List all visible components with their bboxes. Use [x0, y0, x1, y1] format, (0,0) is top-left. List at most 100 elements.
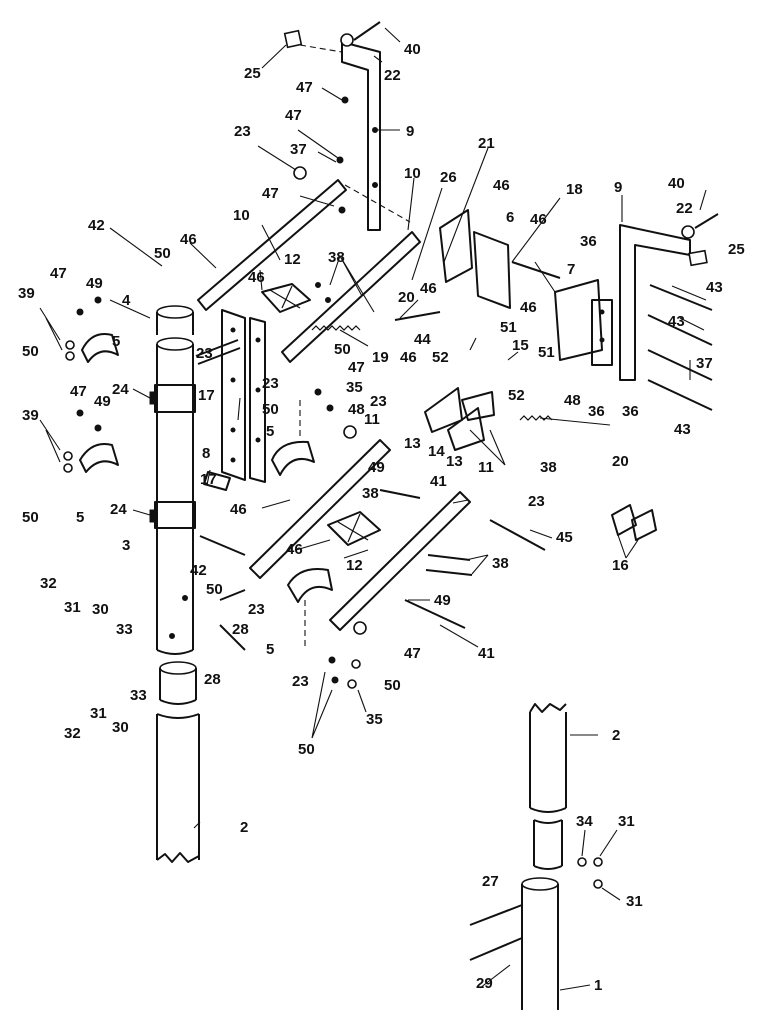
callout-46: 46 [230, 501, 247, 518]
callout-5: 5 [76, 509, 84, 526]
callout-46: 46 [520, 299, 537, 316]
callout-8: 8 [202, 445, 210, 462]
callout-32: 32 [40, 575, 57, 592]
callout-27: 27 [482, 873, 499, 890]
callout-13: 13 [404, 435, 421, 452]
callout-7: 7 [567, 261, 575, 278]
callout-23: 23 [196, 345, 213, 362]
callout-51: 51 [538, 344, 555, 361]
leader-lines [109, 27, 707, 991]
callout-10: 10 [233, 207, 250, 224]
callout-5: 5 [266, 423, 274, 440]
callout-23: 23 [234, 123, 251, 140]
callout-11: 11 [478, 459, 494, 476]
callout-39: 39 [18, 285, 35, 302]
callout-17: 17 [200, 471, 217, 488]
callout-5: 5 [112, 333, 120, 350]
callout-49: 49 [368, 459, 385, 476]
callout-19: 19 [372, 349, 389, 366]
callout-11: 11 [364, 411, 380, 428]
upright-plate-8 [195, 309, 266, 491]
callout-46: 46 [493, 177, 510, 194]
callout-50: 50 [334, 341, 351, 358]
callout-50: 50 [384, 677, 401, 694]
callout-14: 14 [428, 443, 445, 460]
bracket-12-lower [327, 511, 381, 546]
callout-50: 50 [206, 581, 223, 598]
callout-46: 46 [400, 349, 417, 366]
pivot-plates [439, 209, 613, 366]
callout-2: 2 [240, 819, 248, 836]
callout-36: 36 [580, 233, 597, 250]
callout-29: 29 [476, 975, 493, 992]
callout-24: 24 [112, 381, 129, 398]
callout-45: 45 [556, 529, 573, 546]
callout-36: 36 [622, 403, 639, 420]
lower-right-post [469, 703, 603, 1010]
callout-17: 17 [198, 387, 215, 404]
callout-26: 26 [440, 169, 457, 186]
callout-49: 49 [94, 393, 111, 410]
callout-50: 50 [22, 509, 39, 526]
callout-30: 30 [112, 719, 129, 736]
callout-30: 30 [92, 601, 109, 618]
callout-46: 46 [180, 231, 197, 248]
callout-52: 52 [432, 349, 449, 366]
callout-24: 24 [110, 501, 127, 518]
callout-25: 25 [728, 241, 745, 258]
callout-46: 46 [530, 211, 547, 228]
callout-33: 33 [130, 687, 147, 704]
callout-40: 40 [404, 41, 421, 58]
callout-33: 33 [116, 621, 133, 638]
callout-9: 9 [406, 123, 414, 140]
linkage-13-14 [424, 387, 495, 451]
callout-42: 42 [88, 217, 105, 234]
callout-46: 46 [286, 541, 303, 558]
callout-43: 43 [668, 313, 685, 330]
callout-50: 50 [154, 245, 171, 262]
callout-23: 23 [528, 493, 545, 510]
callout-51: 51 [500, 319, 517, 336]
callout-28: 28 [232, 621, 249, 638]
callout-34: 34 [576, 813, 593, 830]
callout-46: 46 [420, 280, 437, 297]
callout-16: 16 [612, 557, 629, 574]
bolts [199, 489, 546, 651]
callout-6: 6 [506, 209, 514, 226]
callout-21: 21 [478, 135, 495, 152]
callout-37: 37 [696, 355, 713, 372]
callout-48: 48 [564, 392, 581, 409]
callout-35: 35 [346, 379, 363, 396]
callout-41: 41 [478, 645, 495, 662]
callout-31: 31 [618, 813, 635, 830]
callout-5: 5 [266, 641, 274, 658]
callout-23: 23 [370, 393, 387, 410]
callout-9: 9 [614, 179, 622, 196]
callout-46: 46 [248, 269, 265, 286]
callout-12: 12 [284, 251, 301, 268]
cross-tubes-11 [249, 439, 471, 631]
callout-40: 40 [668, 175, 685, 192]
callout-38: 38 [492, 555, 509, 572]
left-brackets [39, 296, 119, 473]
callout-12: 12 [346, 557, 363, 574]
callout-4: 4 [122, 292, 131, 309]
callout-38: 38 [362, 485, 379, 502]
right-frame-9 [619, 213, 719, 411]
callout-47: 47 [296, 79, 313, 96]
top-left-frame [283, 21, 381, 231]
callout-52: 52 [508, 387, 525, 404]
callout-32: 32 [64, 725, 81, 742]
callout-47: 47 [50, 265, 67, 282]
callout-23: 23 [262, 375, 279, 392]
bracket-5-middle [271, 388, 357, 476]
callout-49: 49 [434, 592, 451, 609]
callout-48: 48 [348, 401, 365, 418]
springs [311, 311, 553, 421]
callout-38: 38 [540, 459, 557, 476]
callout-1: 1 [594, 977, 602, 994]
callout-23: 23 [292, 673, 309, 690]
callout-38: 38 [328, 249, 345, 266]
